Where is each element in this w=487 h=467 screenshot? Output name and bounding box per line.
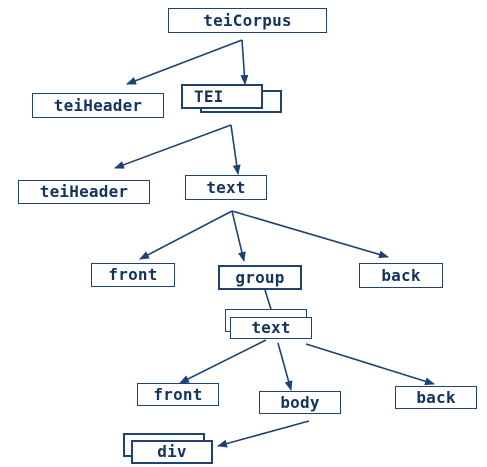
edge-text-back-2 xyxy=(305,343,435,386)
node-back-1: back xyxy=(359,263,443,288)
edge-TEI-teiHeader xyxy=(114,124,232,169)
edge-TEI-text xyxy=(230,124,241,175)
node-text-2: text xyxy=(230,317,312,339)
node-back-2: back xyxy=(395,386,477,409)
edge-text-front xyxy=(139,210,233,260)
edge-text-body xyxy=(277,342,293,391)
node-teiHeader-2: teiHeader xyxy=(18,180,150,204)
edge-teiCorpus-TEI xyxy=(240,39,249,85)
edge-body-div xyxy=(217,420,310,448)
edge-text-group xyxy=(231,210,246,262)
edge-text-front-2 xyxy=(179,339,267,384)
node-body: body xyxy=(259,391,341,414)
node-teiCorpus: teiCorpus xyxy=(168,8,327,33)
node-TEI: TEI xyxy=(181,84,263,109)
node-teiHeader-1: teiHeader xyxy=(32,93,164,118)
node-front-1: front xyxy=(91,263,175,287)
node-div: div xyxy=(131,440,213,464)
edge-text-back xyxy=(231,210,389,259)
node-text-1: text xyxy=(185,175,267,200)
node-front-2: front xyxy=(137,383,219,406)
edge-teiCorpus-teiHeader xyxy=(126,39,243,85)
node-group: group xyxy=(218,265,302,290)
